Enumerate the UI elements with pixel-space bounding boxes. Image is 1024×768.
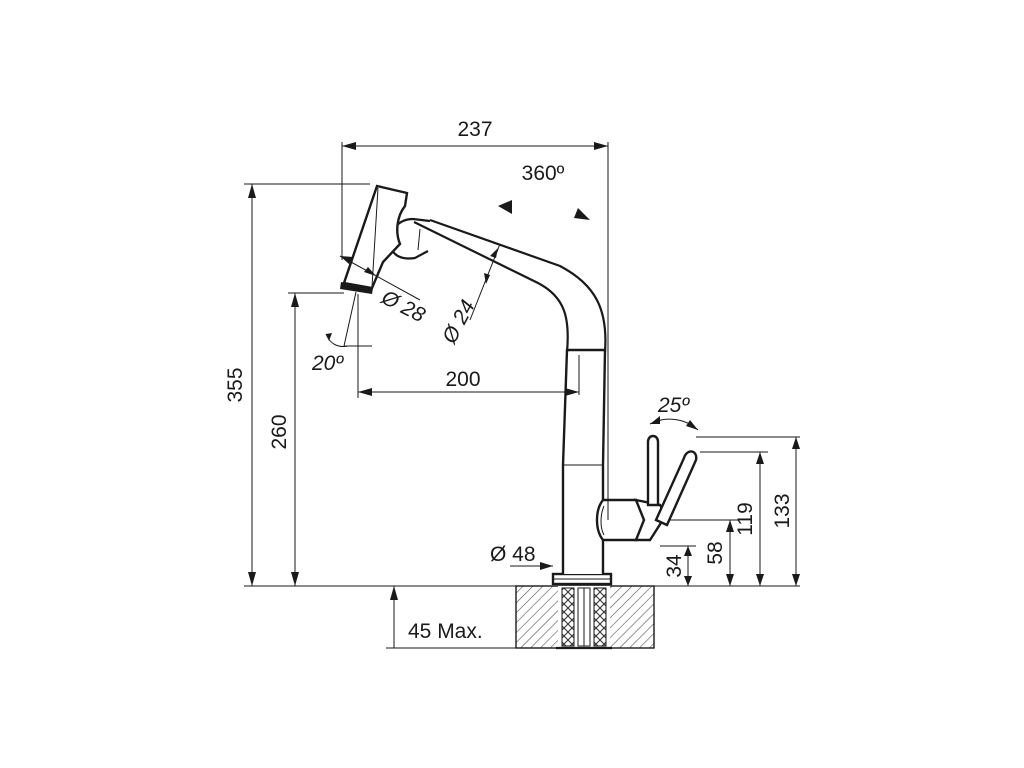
dimension-labels: 237 360º Ø 28 Ø 24 20º 200 355 260 25º Ø… xyxy=(224,118,794,643)
faucet-body xyxy=(340,184,698,586)
label-spray-diameter: Ø 28 xyxy=(377,286,429,328)
dimension-lines xyxy=(244,142,800,649)
label-spout-height: 260 xyxy=(268,414,291,449)
rotation-360-icon xyxy=(497,194,590,226)
lever-handle xyxy=(595,434,698,542)
label-total-reach: 237 xyxy=(457,118,492,141)
label-handle-base: 34 xyxy=(663,554,686,578)
label-base-diameter: Ø 48 xyxy=(490,543,536,566)
label-lever-angle: 25º xyxy=(657,394,690,417)
label-max-lever-height: 133 xyxy=(771,493,794,528)
label-tilt-angle: 20º xyxy=(311,352,344,375)
label-handle-axis: 58 xyxy=(704,541,727,564)
label-spout-reach: 200 xyxy=(445,368,480,391)
faucet-column xyxy=(561,348,607,574)
mounting-hoses xyxy=(561,587,607,647)
spray-head xyxy=(340,184,431,294)
label-total-height: 355 xyxy=(224,367,247,402)
countertop-section xyxy=(515,585,655,650)
label-spout-diameter: Ø 24 xyxy=(438,296,480,348)
label-rotation: 360º xyxy=(522,162,565,185)
label-max-deck-thickness: 45 Max. xyxy=(408,620,483,643)
label-lever-height: 119 xyxy=(734,502,757,535)
